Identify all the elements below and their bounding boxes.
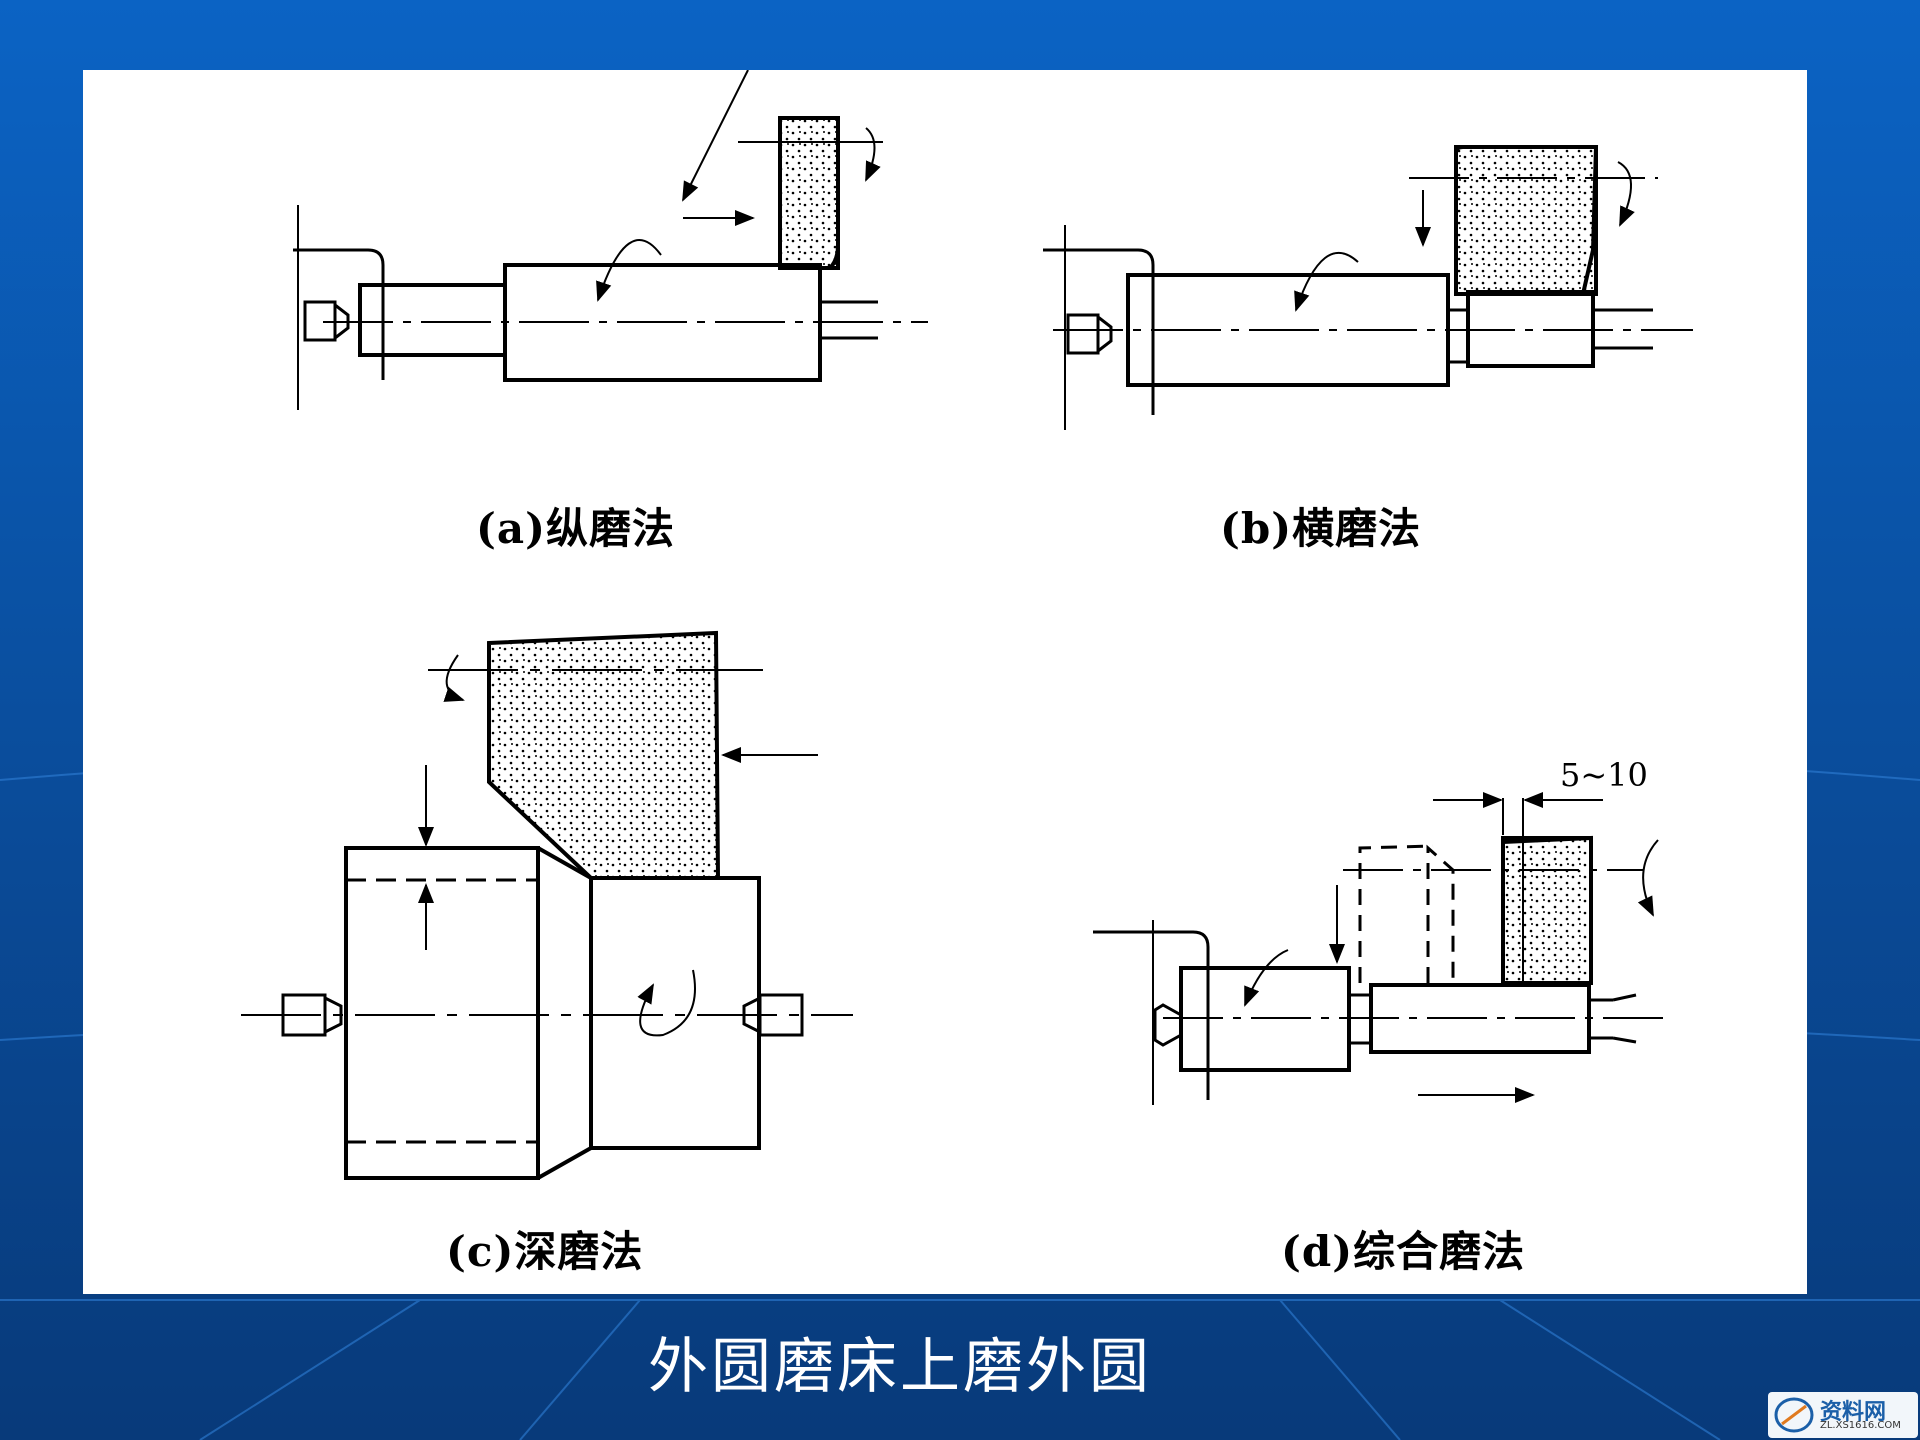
dimension-label: 5~10 <box>1560 756 1648 794</box>
slide-caption: 外圆磨床上磨外圆 <box>648 1332 1152 1402</box>
watermark-logo-icon <box>1774 1397 1814 1433</box>
grinding-wheel-a <box>778 116 840 270</box>
watermark-subtext: ZL.XS1616.COM <box>1820 1420 1901 1431</box>
panel-d-drawing <box>1093 792 1663 1105</box>
grinding-diagrams <box>83 69 1807 1294</box>
grinding-wheel-d <box>1501 836 1593 985</box>
panel-c-label: (c)深磨法 <box>446 1227 644 1276</box>
panel-a-label: (a)纵磨法 <box>476 504 675 553</box>
panel-b-label: (b)横磨法 <box>1220 504 1422 553</box>
panel-a-drawing <box>293 69 928 410</box>
watermark: 资料网 ZL.XS1616.COM <box>1768 1392 1918 1438</box>
panel-d-label: (d)综合磨法 <box>1281 1227 1526 1276</box>
grinding-wheel-c <box>487 630 721 880</box>
grinding-wheel-b <box>1454 145 1598 296</box>
panel-b-drawing <box>1043 145 1693 430</box>
panel-c-drawing <box>241 630 853 1180</box>
watermark-text: 资料网 <box>1820 1400 1887 1425</box>
diagram-panel: (a)纵磨法 (b)横磨法 (c)深磨法 (d)综合磨法 <box>83 69 1807 1294</box>
